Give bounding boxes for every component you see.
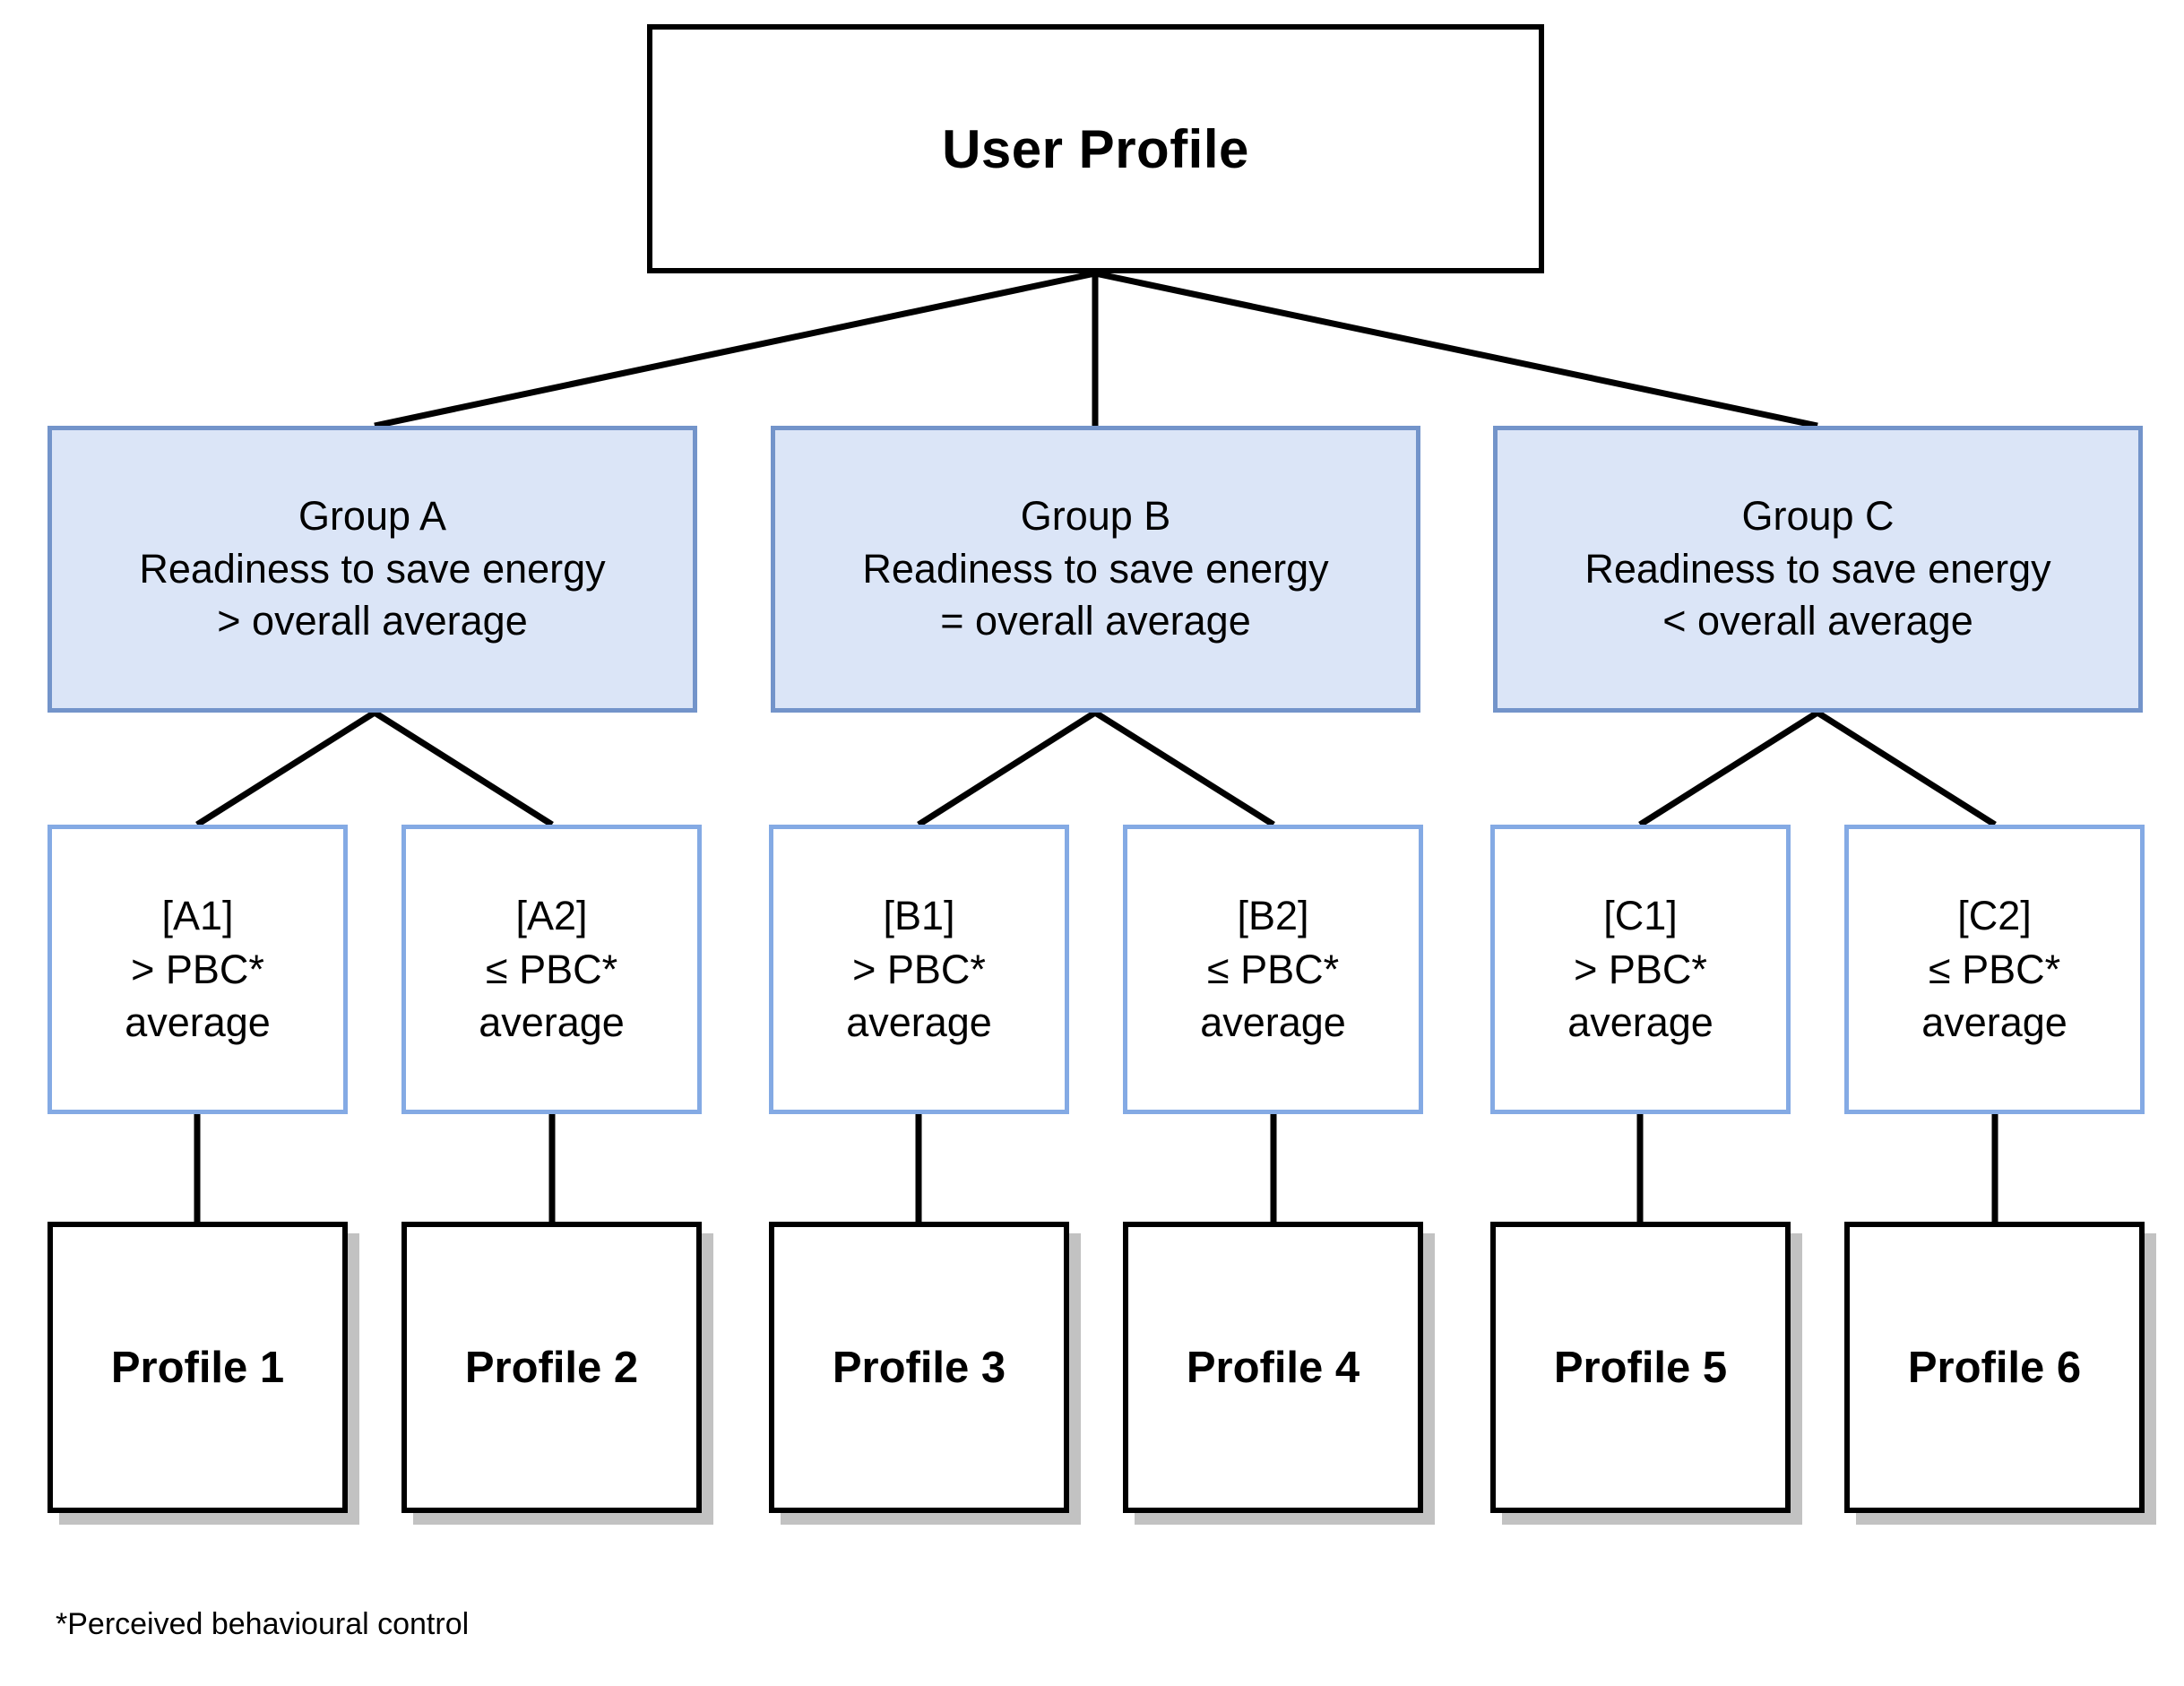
group-b-criterion-line-2: = overall average xyxy=(940,598,1251,644)
edge-group-a-to-sub-a2 xyxy=(373,710,554,827)
edge-group-c-to-sub-c1 xyxy=(1638,710,1819,827)
profile-5-box[interactable]: Profile 5 xyxy=(1490,1222,1791,1513)
group-b-name: Group B xyxy=(1020,493,1171,540)
edge-root-to-group-c xyxy=(1094,270,1818,429)
edge-group-b-to-sub-b1 xyxy=(917,710,1097,827)
subgroup-b1-box[interactable]: [B1] > PBC* average xyxy=(769,825,1069,1114)
profile-4-box[interactable]: Profile 4 xyxy=(1123,1222,1423,1513)
group-a-box[interactable]: Group A Readiness to save energy > overa… xyxy=(47,426,697,713)
subgroup-c1-condition: > PBC* xyxy=(1574,946,1707,992)
subgroup-a1-condition: > PBC* xyxy=(131,946,264,992)
group-a-name: Group A xyxy=(298,493,447,540)
group-c-name: Group C xyxy=(1741,493,1895,540)
edge-group-a-to-sub-a1 xyxy=(195,710,376,827)
subgroup-b2-code: [B2] xyxy=(1237,893,1309,939)
subgroup-c1-unit: average xyxy=(1567,999,1714,1046)
subgroup-a2-unit: average xyxy=(479,999,625,1046)
subgroup-b1-condition: > PBC* xyxy=(852,946,986,992)
group-b-criterion-line-1: Readiness to save energy xyxy=(862,545,1329,592)
group-c-box[interactable]: Group C Readiness to save energy < overa… xyxy=(1493,426,2143,713)
subgroup-c1-code: [C1] xyxy=(1603,893,1678,939)
subgroup-a1-box[interactable]: [A1] > PBC* average xyxy=(47,825,348,1114)
subgroup-c2-code: [C2] xyxy=(1957,893,2032,939)
subgroup-a1-unit: average xyxy=(125,999,271,1046)
subgroup-c2-unit: average xyxy=(1921,999,2067,1046)
subgroup-b2-condition: ≤ PBC* xyxy=(1206,946,1340,992)
profile-1-label: Profile 1 xyxy=(110,1343,285,1392)
subgroup-b1-unit: average xyxy=(846,999,992,1046)
profile-6-box[interactable]: Profile 6 xyxy=(1844,1222,2145,1513)
profile-3-box[interactable]: Profile 3 xyxy=(769,1222,1069,1513)
subgroup-b2-unit: average xyxy=(1200,999,1346,1046)
user-profile-root-box[interactable]: User Profile xyxy=(647,24,1544,273)
profile-2-label: Profile 2 xyxy=(464,1343,639,1392)
profile-2-box[interactable]: Profile 2 xyxy=(401,1222,702,1513)
edge-group-c-to-sub-c2 xyxy=(1816,710,1997,827)
user-profile-root-label: User Profile xyxy=(942,118,1249,179)
subgroup-a2-code: [A2] xyxy=(515,893,588,939)
subgroup-c2-condition: ≤ PBC* xyxy=(1928,946,2061,992)
group-a-criterion-line-2: > overall average xyxy=(217,598,528,644)
subgroup-c1-box[interactable]: [C1] > PBC* average xyxy=(1490,825,1791,1114)
footnote-pbc-definition: *Perceived behavioural control xyxy=(56,1607,470,1641)
edge-root-to-group-a xyxy=(374,270,1096,429)
group-c-criterion-line-1: Readiness to save energy xyxy=(1584,545,2051,592)
subgroup-b2-box[interactable]: [B2] ≤ PBC* average xyxy=(1123,825,1423,1114)
profile-6-label: Profile 6 xyxy=(1907,1343,2082,1392)
profile-1-box[interactable]: Profile 1 xyxy=(47,1222,348,1513)
profile-4-label: Profile 4 xyxy=(1186,1343,1360,1392)
group-b-box[interactable]: Group B Readiness to save energy = overa… xyxy=(771,426,1420,713)
subgroup-a2-condition: ≤ PBC* xyxy=(485,946,618,992)
subgroup-a2-box[interactable]: [A2] ≤ PBC* average xyxy=(401,825,702,1114)
subgroup-a1-code: [A1] xyxy=(161,893,234,939)
subgroup-c2-box[interactable]: [C2] ≤ PBC* average xyxy=(1844,825,2145,1114)
group-c-criterion-line-2: < overall average xyxy=(1662,598,1973,644)
group-a-criterion-line-1: Readiness to save energy xyxy=(139,545,606,592)
edge-group-b-to-sub-b2 xyxy=(1093,710,1275,827)
profile-5-label: Profile 5 xyxy=(1553,1343,1728,1392)
subgroup-b1-code: [B1] xyxy=(883,893,955,939)
profile-3-label: Profile 3 xyxy=(832,1343,1006,1392)
